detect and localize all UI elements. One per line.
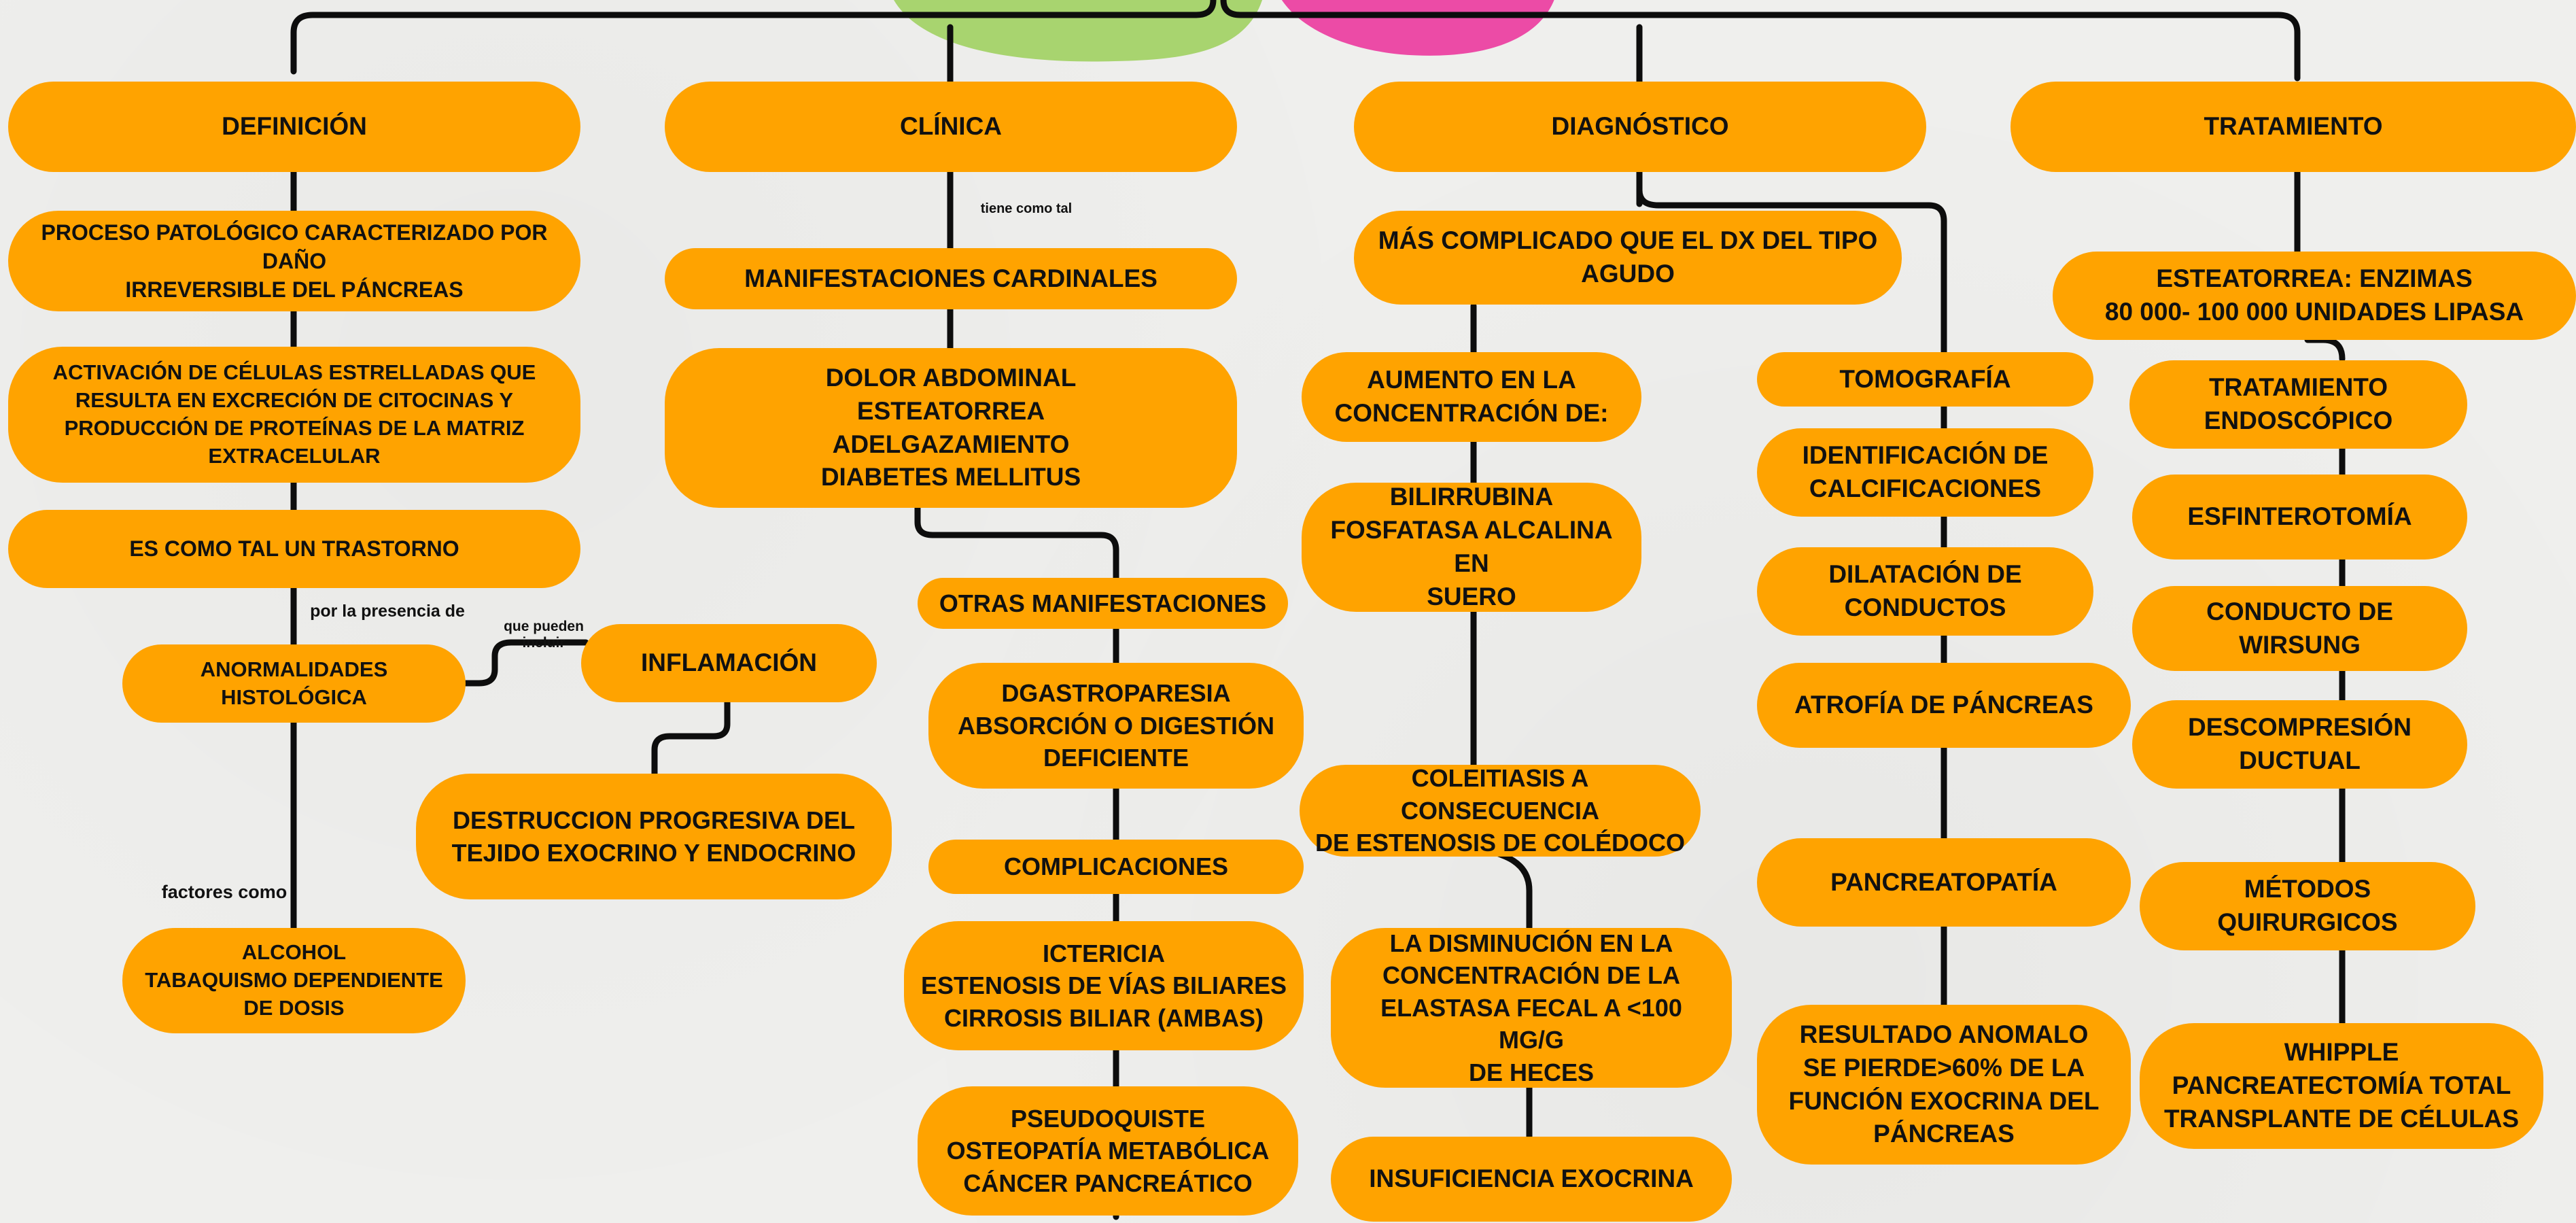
trat-esfinterotomia: ESFINTEROTOMÍA [2132, 475, 2467, 559]
def-to-inflamacion [462, 639, 589, 687]
trat-quirurgicos: MÉTODOS QUIRURGICOS [2140, 862, 2475, 950]
header-diagnostico: DIAGNÓSTICO [1354, 82, 1926, 172]
clin-sintomas: DOLOR ABDOMINAL ESTEATORREA ADELGAZAMIEN… [665, 348, 1237, 508]
trat-to-endoscopico [2304, 337, 2346, 362]
trat-descompresion: DESCOMPRESIÓN DUCTUAL [2132, 700, 2467, 789]
label-factores-como: factores como [161, 882, 288, 902]
diag-dilatacion: DILATACIÓN DE CONDUCTOS [1757, 547, 2093, 636]
trat-wirsung: CONDUCTO DE WIRSUNG [2132, 586, 2467, 671]
def-activacion: ACTIVACIÓN DE CÉLULAS ESTRELLADAS QUE RE… [8, 347, 580, 483]
def-trastorno: ES COMO TAL UN TRASTORNO [8, 510, 580, 588]
clin-pseudoquiste: PSEUDOQUISTE OSTEOPATÍA METABÓLICA CÁNCE… [918, 1086, 1298, 1216]
def-anormalidades: ANORMALIDADES HISTOLÓGICA [122, 644, 466, 723]
label-que-pueden-incluir: que pueden incluir [504, 619, 584, 651]
diag-pancreatopatia: PANCREATOPATÍA [1757, 838, 2131, 927]
clin-ictericia: ICTERICIA ESTENOSIS DE VÍAS BILIARES CIR… [904, 921, 1304, 1050]
diag-disminucion: LA DISMINUCIÓN EN LA CONCENTRACIÓN DE LA… [1331, 928, 1732, 1088]
clinica-to-otras [914, 500, 1119, 1220]
pink-blob [1281, 0, 1554, 56]
diag-complicado: MÁS COMPLICADO QUE EL DX DEL TIPO AGUDO [1354, 211, 1902, 305]
def-destruccion: DESTRUCCION PROGRESIVA DEL TEJIDO EXOCRI… [416, 774, 892, 899]
header-clinica: CLÍNICA [665, 82, 1237, 172]
label-tiene-como-tal: tiene como tal [980, 201, 1073, 216]
def-factores: ALCOHOL TABAQUISMO DEPENDIENTE DE DOSIS [122, 928, 466, 1033]
clin-cardinales: MANIFESTACIONES CARDINALES [665, 248, 1237, 309]
diag-resultado: RESULTADO ANOMALO SE PIERDE>60% DE LA FU… [1757, 1005, 2131, 1165]
clin-complicaciones: COMPLICACIONES [928, 840, 1304, 894]
diag-aumento: AUMENTO EN LA CONCENTRACIÓN DE: [1302, 352, 1641, 442]
diag-insuficiencia: INSUFICIENCIA EXOCRINA [1331, 1137, 1732, 1222]
trat-esteatorrea: ESTEATORREA: ENZIMAS 80 000- 100 000 UNI… [2053, 252, 2576, 340]
clin-otras: OTRAS MANIFESTACIONES [918, 578, 1288, 629]
diag-tomografia: TOMOGRAFÍA [1757, 352, 2093, 407]
top-branch-right [1220, 0, 2301, 82]
label-por-la-presencia-de: por la presencia de [310, 602, 465, 621]
diag-right [1636, 187, 1947, 1064]
top-branch-left [290, 0, 1217, 75]
diag-bilirrubina: BILIRRUBINA FOSFATASA ALCALINA EN SUERO [1302, 483, 1641, 612]
clin-dgastro: DGASTROPARESIA ABSORCIÓN O DIGESTIÓN DEF… [928, 663, 1304, 789]
inflamacion-to-destruccion [651, 693, 731, 778]
def-proceso: PROCESO PATOLÓGICO CARACTERIZADO POR DAÑ… [8, 211, 580, 311]
trat-endoscopico: TRATAMIENTO ENDOSCÓPICO [2129, 360, 2467, 449]
trat-whipple: WHIPPLE PANCREATECTOMÍA TOTAL TRANSPLANT… [2140, 1023, 2543, 1149]
header-definicion: DEFINICIÓN [8, 82, 580, 172]
def-inflamacion: INFLAMACIÓN [581, 624, 877, 702]
diag-atrofia: ATROFÍA DE PÁNCREAS [1757, 663, 2131, 748]
header-tratamiento: TRATAMIENTO [2011, 82, 2576, 172]
diag-calcificaciones: IDENTIFICACIÓN DE CALCIFICACIONES [1757, 428, 2093, 517]
diag-coleitiasis: COLEITIASIS A CONSECUENCIA DE ESTENOSIS … [1300, 764, 1701, 857]
